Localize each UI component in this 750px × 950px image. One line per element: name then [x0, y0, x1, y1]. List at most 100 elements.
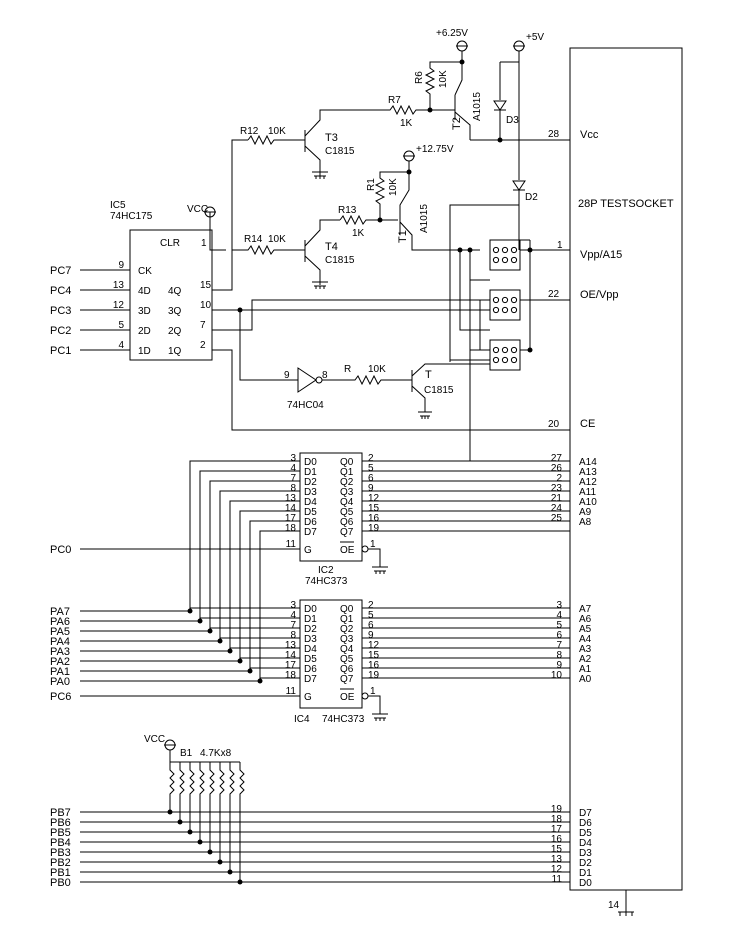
rnet-resistor	[209, 762, 215, 852]
ic2-pins-socket-pin: 21	[551, 493, 563, 504]
ic4-pins-socket-pin: 6	[556, 630, 562, 641]
port-label-pb1: PB1	[50, 867, 71, 879]
ic2-pins-d-label: D1	[304, 467, 317, 478]
ic2-pins-q-label: Q7	[340, 527, 354, 538]
ic2-pins-socket-label: A8	[579, 517, 592, 528]
ic4-pins-oe-pin: 1	[370, 686, 376, 697]
pa-ic2-wire	[219, 490, 300, 641]
socket-pin-1: 1	[557, 240, 563, 251]
ic5-output-pin: 2	[200, 340, 206, 351]
ic5-output-wires	[212, 139, 570, 431]
ic4-pins-in-pin: 13	[285, 640, 297, 651]
ic4-pins-q-label: Q3	[340, 634, 354, 645]
port-label-pc3: PC3	[50, 305, 71, 317]
ic4-pins-socket-pin: 8	[556, 650, 562, 661]
jumper-block-2	[489, 289, 521, 321]
pa-ic2-wire	[189, 460, 300, 611]
socket-ground-symbol	[618, 890, 634, 916]
ic4-pins-out-pin: 19	[368, 670, 380, 681]
inverter-in-pin: 9	[284, 370, 290, 381]
pa-ic2-wire	[239, 510, 300, 661]
ic4-pins-in-pin: 8	[290, 630, 296, 641]
pb-socket-pin: 13	[551, 854, 563, 865]
ic2-name: IC2	[318, 565, 334, 576]
ic4-pins-q-label: Q7	[340, 674, 354, 685]
ic2-body	[299, 452, 363, 562]
ic5-clr-pin: 1	[201, 238, 207, 249]
pb-socket-pin: 16	[551, 834, 563, 845]
ic2-pins-in-pin: 18	[285, 523, 297, 534]
ic4-pins-socket-label: A7	[579, 604, 592, 615]
ic2-q0-wire	[362, 350, 471, 462]
ic2-pins-in-pin: 17	[285, 513, 297, 524]
pb-socket-pin: 15	[551, 844, 563, 855]
transistor-t	[411, 363, 490, 419]
resistor-r14-value: 10K	[268, 234, 286, 245]
resistor-r1-name: R1	[366, 178, 377, 191]
jumper-block-3	[489, 339, 521, 371]
transistor-t1	[399, 161, 480, 251]
ic5-output-pin: 15	[200, 280, 212, 291]
transistor-t1-part: A1015	[419, 204, 430, 233]
ic5-vcc: VCC	[187, 204, 208, 215]
port-label-pa4: PA4	[50, 636, 70, 648]
pb-socket-label: D2	[579, 858, 592, 869]
ic4-pins-out-pin: 9	[368, 630, 374, 641]
inverter-out-pin: 8	[322, 370, 328, 381]
transistor-t4	[304, 219, 340, 289]
junction-dot	[197, 839, 203, 845]
ic4-part: 74HC373	[322, 714, 365, 725]
ic4-pins-socket-pin: 9	[556, 660, 562, 671]
vcc-rail-wires	[499, 51, 520, 205]
ic2-pins-socket-label: A11	[579, 487, 596, 498]
socket-label-oe-vpp: OE/Vpp	[580, 289, 619, 301]
transistor-t3-part: C1815	[325, 146, 355, 157]
resistor-r12-name: R12	[240, 126, 259, 137]
pb-socket-pin: 19	[551, 804, 563, 815]
port-label-pb2: PB2	[50, 857, 71, 869]
junction-dot	[187, 829, 193, 835]
ic4-pins-q-label: Q5	[340, 654, 354, 665]
jumper-pin	[492, 306, 500, 314]
socket-pin-28: 28	[548, 129, 560, 140]
port-label-pa6: PA6	[50, 616, 70, 628]
rnet-resistor	[189, 762, 195, 832]
resistor-r	[322, 374, 412, 386]
ic2-pins-q-label: Q0	[340, 457, 354, 468]
ic2-pins-socket-pin: 26	[551, 463, 563, 474]
junction-dot	[207, 849, 213, 855]
ic2-pins-in-pin: 7	[290, 473, 296, 484]
diode-d2-label: D2	[525, 192, 538, 203]
diode-d3	[493, 100, 507, 111]
ic2-pins-g-label: G	[304, 545, 312, 556]
ic4-pins-q-label: Q6	[340, 664, 354, 675]
pb-socket-label: D6	[579, 818, 592, 829]
ic2-pins-in-pin: 8	[290, 483, 296, 494]
ic2-pins-d-label: D6	[304, 517, 317, 528]
ic2-pins-socket-label: A12	[579, 477, 597, 488]
ic5-body	[129, 229, 213, 361]
port-label-pb7: PB7	[50, 807, 71, 819]
pb-socket-label: D4	[579, 838, 592, 849]
rnet-name: B1	[180, 748, 193, 759]
socket-label-ce: CE	[580, 418, 595, 430]
pb-socket-label: D7	[579, 808, 592, 819]
ic2-pins-out-pin: 19	[368, 523, 380, 534]
port-label-pb4: PB4	[50, 837, 71, 849]
ic5-input-name: 3D	[138, 306, 151, 317]
ic4-pins-socket-label: A0	[579, 674, 592, 685]
pa-ic2-wire	[209, 480, 300, 631]
port-label-pa1: PA1	[50, 666, 70, 678]
ic2-pins-q-label: Q5	[340, 507, 354, 518]
jumper-block-1	[489, 239, 521, 271]
pa-ic2-wire	[199, 470, 300, 621]
pb-socket-pin: 12	[551, 864, 563, 875]
ic2-pins-socket-label: A9	[579, 507, 592, 518]
ic4-pins-in-pin: 7	[290, 620, 296, 631]
ic4-pins-in-pin: 18	[285, 670, 297, 681]
ic4-pins-out-pin: 5	[368, 610, 374, 621]
rnet-resistor	[229, 762, 235, 872]
socket-pin-22: 22	[548, 289, 560, 300]
resistor-r13-value: 1K	[352, 228, 365, 239]
